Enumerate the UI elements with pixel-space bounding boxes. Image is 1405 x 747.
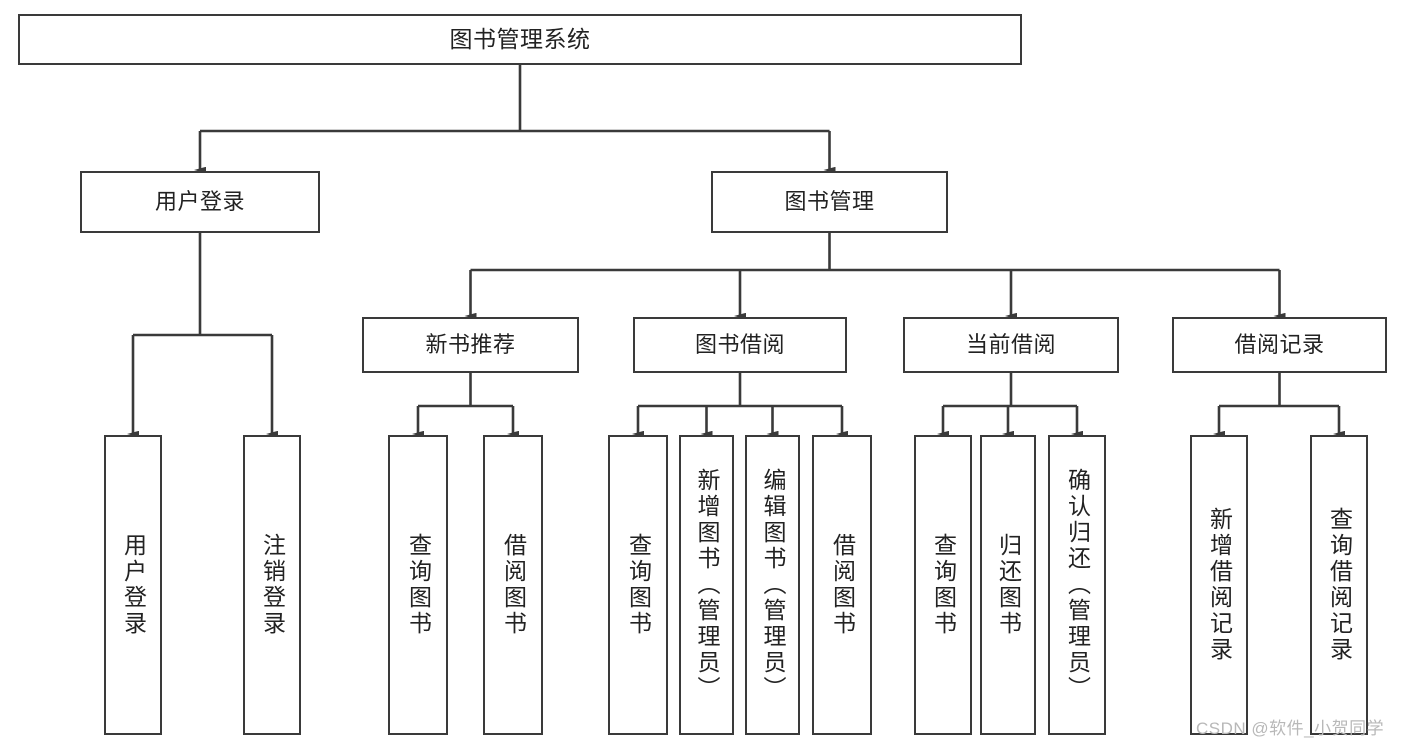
node-label: 当前借阅 xyxy=(965,332,1056,358)
node-label: 新书推荐 xyxy=(425,332,516,358)
node-label: 图书管理 xyxy=(784,189,875,215)
node-label: 新增借阅记录 xyxy=(1206,507,1233,663)
node-label: 注销登录 xyxy=(259,533,286,637)
node-l2[interactable]: 注销登录 xyxy=(243,435,301,735)
node-label: 图书借阅 xyxy=(694,332,785,358)
node-l9[interactable]: 查询图书 xyxy=(914,435,972,735)
node-l12[interactable]: 新增借阅记录 xyxy=(1190,435,1248,735)
node-l11[interactable]: 确认归还（管理员） xyxy=(1048,435,1106,735)
node-l8[interactable]: 借阅图书 xyxy=(812,435,872,735)
node-label: 图书管理系统 xyxy=(449,26,591,53)
node-label: 归还图书 xyxy=(995,533,1022,637)
node-l13[interactable]: 查询借阅记录 xyxy=(1310,435,1368,735)
node-l10[interactable]: 归还图书 xyxy=(980,435,1036,735)
node-login[interactable]: 用户登录 xyxy=(80,171,320,233)
node-label: 借阅记录 xyxy=(1234,332,1325,358)
node-l1[interactable]: 用户登录 xyxy=(104,435,162,735)
node-label: 确认归还（管理员） xyxy=(1064,468,1091,702)
node-borrow[interactable]: 图书借阅 xyxy=(633,317,847,373)
node-l7[interactable]: 编辑图书（管理员） xyxy=(745,435,800,735)
node-label: 用户登录 xyxy=(154,189,245,215)
node-root[interactable]: 图书管理系统 xyxy=(18,14,1022,65)
node-label: 新增图书（管理员） xyxy=(694,468,720,702)
node-label: 用户登录 xyxy=(120,533,147,637)
node-label: 查询图书 xyxy=(625,533,652,637)
node-label: 查询借阅记录 xyxy=(1326,507,1353,663)
node-label: 编辑图书（管理员） xyxy=(760,468,786,702)
node-label: 查询图书 xyxy=(405,533,432,637)
node-label: 查询图书 xyxy=(930,533,957,637)
node-newbook[interactable]: 新书推荐 xyxy=(362,317,579,373)
node-current[interactable]: 当前借阅 xyxy=(903,317,1119,373)
node-records[interactable]: 借阅记录 xyxy=(1172,317,1387,373)
node-l3[interactable]: 查询图书 xyxy=(388,435,448,735)
node-l4[interactable]: 借阅图书 xyxy=(483,435,543,735)
node-l5[interactable]: 查询图书 xyxy=(608,435,668,735)
node-label: 借阅图书 xyxy=(500,533,527,637)
node-bookmgmt[interactable]: 图书管理 xyxy=(711,171,948,233)
watermark-text: CSDN @软件_小贺同学 xyxy=(1196,719,1385,738)
node-label: 借阅图书 xyxy=(829,533,856,637)
node-l6[interactable]: 新增图书（管理员） xyxy=(679,435,734,735)
edge-paths xyxy=(127,65,1345,438)
